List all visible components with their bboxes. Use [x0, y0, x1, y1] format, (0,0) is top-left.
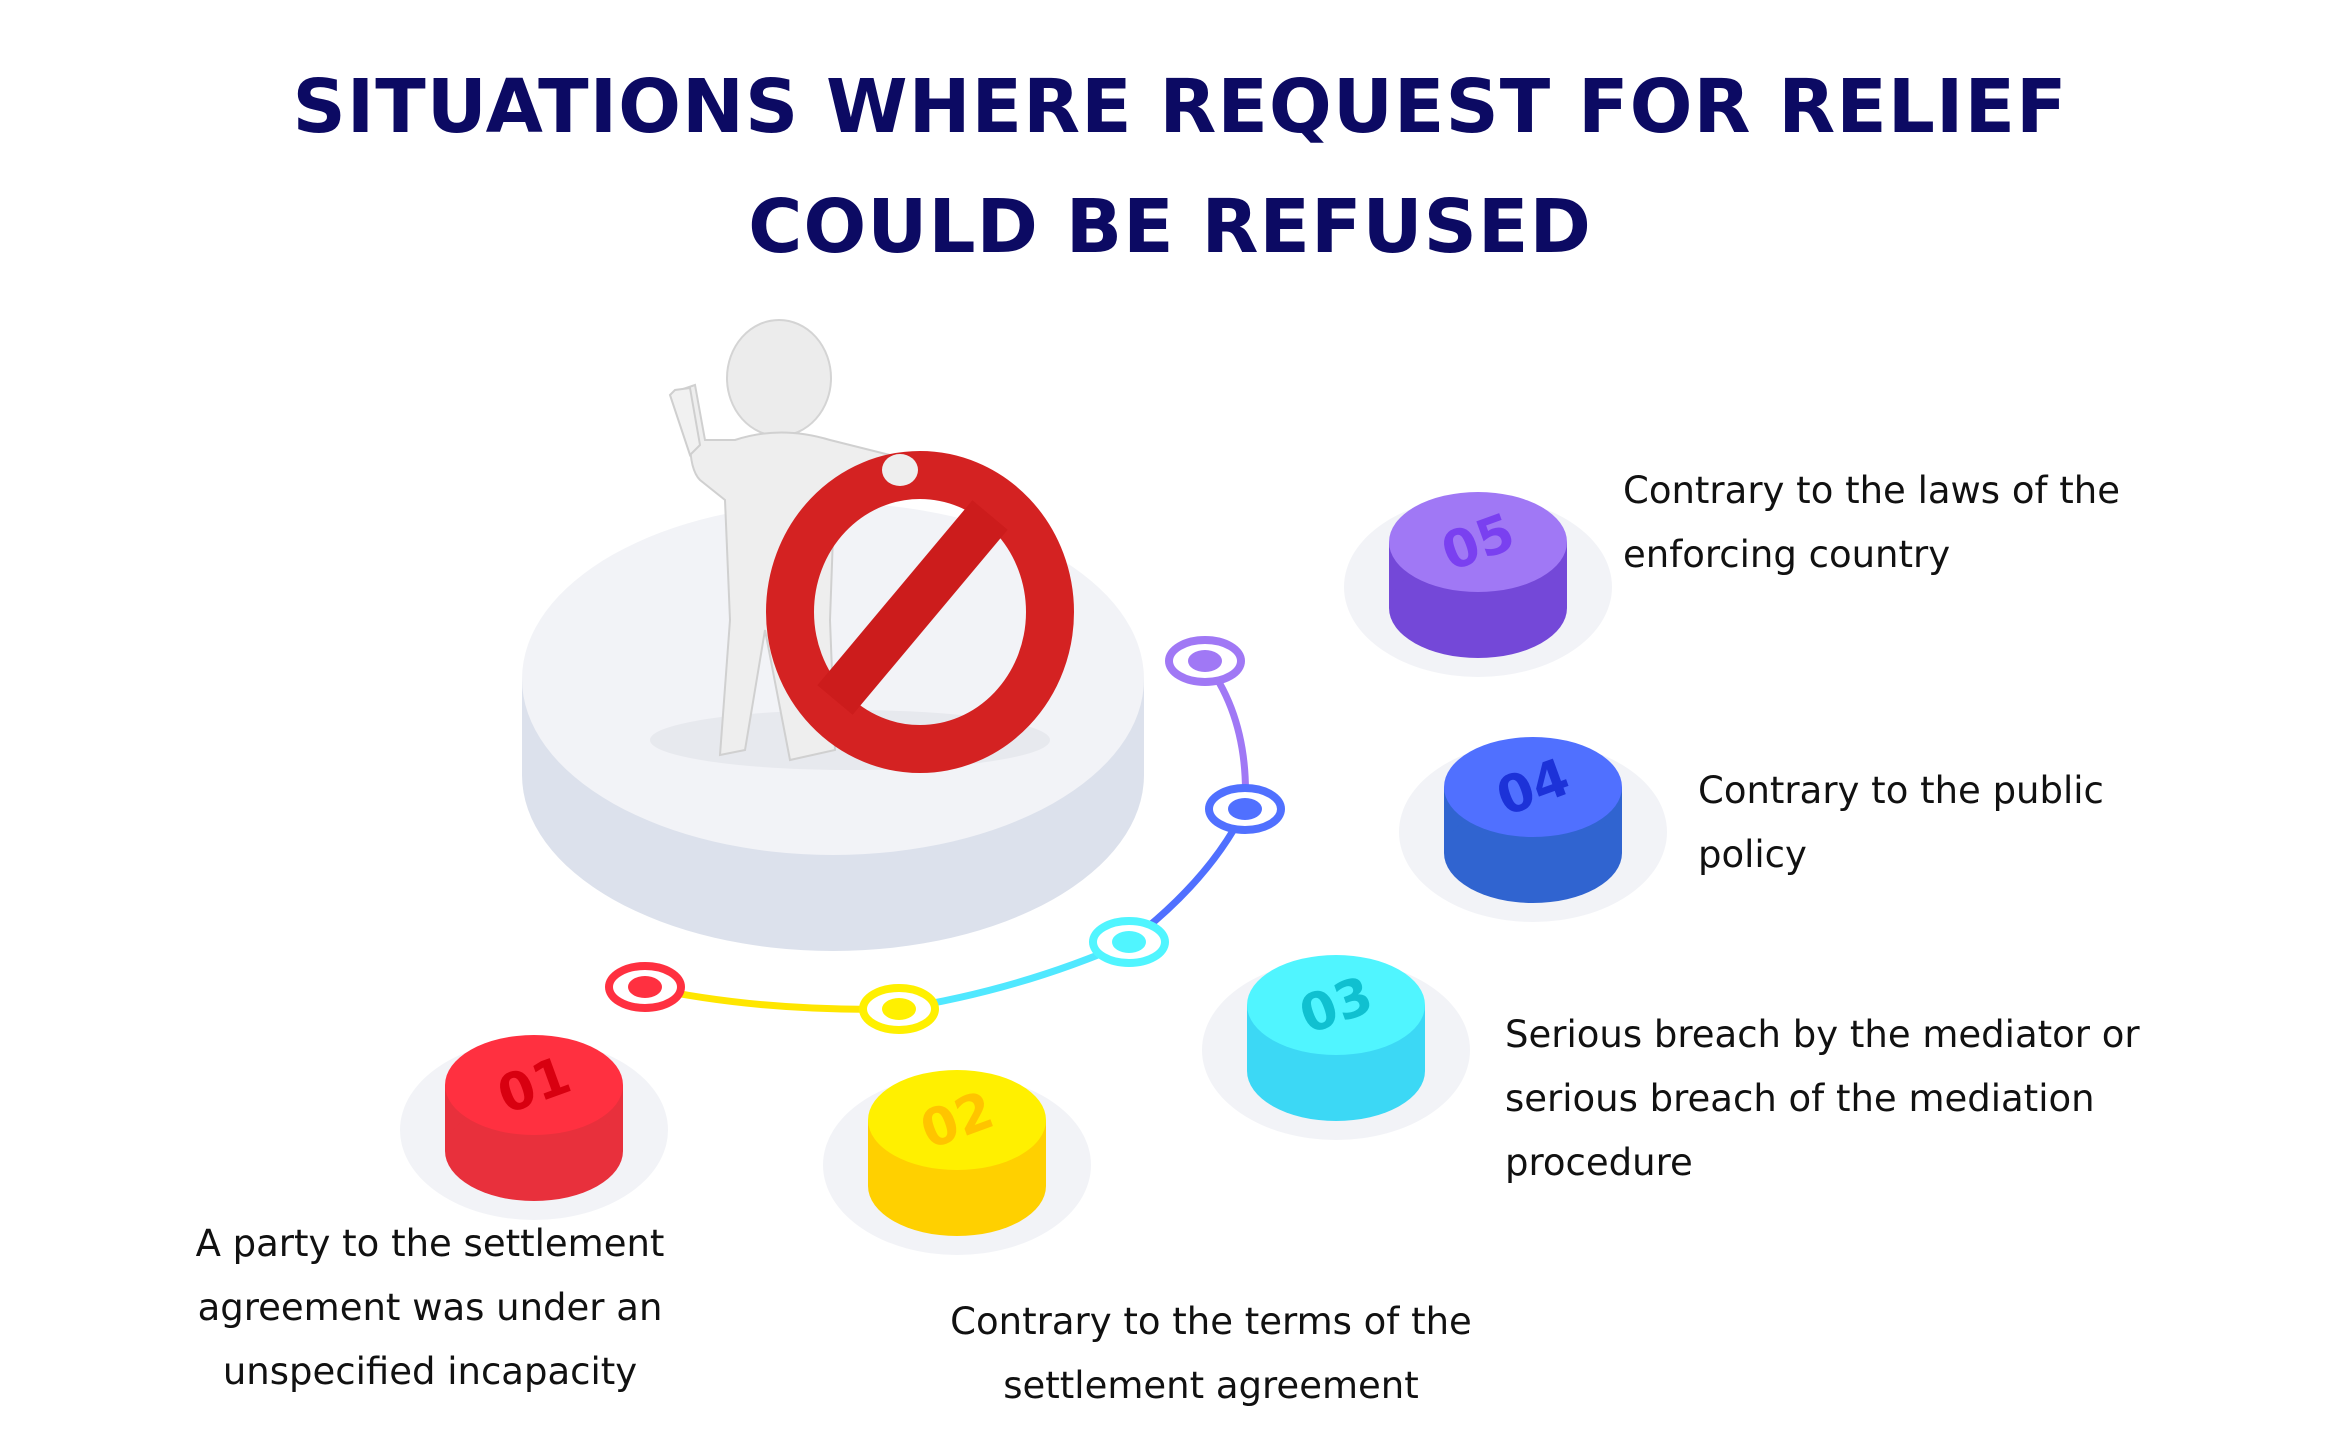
- item-description-line: unspecified incapacity: [223, 1350, 637, 1393]
- number-cylinder-05: 05: [1344, 492, 1612, 677]
- platform: [522, 503, 1144, 951]
- item-description-line: policy: [1698, 833, 1807, 876]
- number-cylinder-01: 01: [400, 1035, 668, 1220]
- item-description-line: Contrary to the public: [1698, 769, 2104, 812]
- number-cylinder-04: 04: [1399, 737, 1667, 922]
- item-description-line: serious breach of the mediation: [1505, 1077, 2095, 1120]
- item-description-line: Contrary to the terms of the: [950, 1300, 1472, 1343]
- item-description-line: enforcing country: [1623, 533, 1950, 576]
- title-line-2: COULD BE REFUSED: [748, 184, 1592, 270]
- number-cylinder-02: 02: [823, 1070, 1091, 1255]
- timeline-node-dot: [882, 998, 916, 1020]
- item-description-line: Serious breach by the mediator or: [1505, 1013, 2140, 1056]
- number-cylinder-03: 03: [1202, 955, 1470, 1140]
- item-description-line: procedure: [1505, 1141, 1693, 1184]
- timeline-node-dot: [1112, 931, 1146, 953]
- item-description-line: Contrary to the laws of the: [1623, 469, 2120, 512]
- title-line-1: SITUATIONS WHERE REQUEST FOR RELIEF: [292, 64, 2067, 150]
- timeline-node-dot: [628, 976, 662, 998]
- timeline-node-dot: [1188, 650, 1222, 672]
- item-description-line: settlement agreement: [1003, 1364, 1418, 1407]
- no-entry-sign-icon: [766, 451, 1074, 773]
- item-description-line: agreement was under an: [198, 1286, 663, 1329]
- timeline-node-dot: [1228, 798, 1262, 820]
- item-description-line: A party to the settlement: [196, 1222, 665, 1265]
